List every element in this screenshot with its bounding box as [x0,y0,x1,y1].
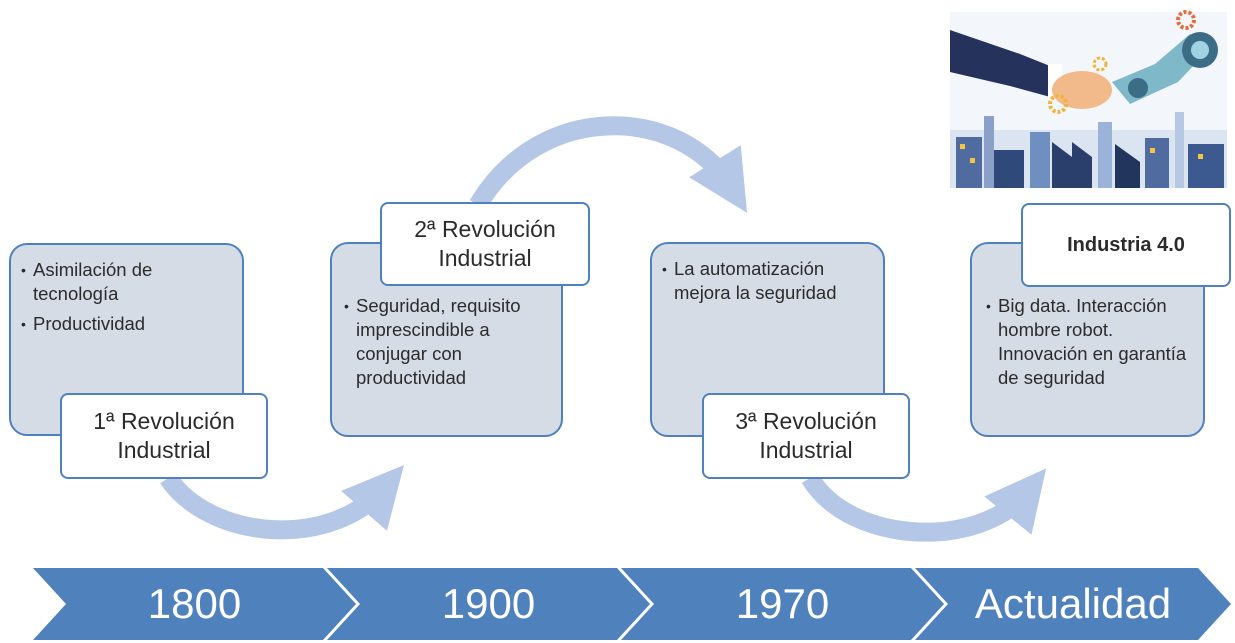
timeline-label-1900: 1900 [441,580,536,627]
stage-3-title: 3ª Revolución Industrial [702,393,910,479]
stage-1-bullets: Asimilación de tecnología Productividad [19,258,232,336]
stage-1-bullet-2: Productividad [19,312,232,336]
timeline-chevron-4 [915,568,1231,640]
arrow-3-to-4 [801,468,1047,542]
stage-2-bullet-1: Seguridad, requisito imprescindible a co… [342,294,549,390]
stage-1-card: Asimilación de tecnología Productividad [9,243,244,436]
stage-1-title: 1ª Revolución Industrial [60,393,268,479]
arrow-1-to-2 [160,465,404,540]
stage-2-title: 2ª Revolución Industrial [380,202,590,286]
timeline-chevron-2 [327,568,650,640]
stage-4-bullets: Big data. Interacción hombre robot. Inno… [984,294,1193,390]
stage-3-bullets: La automatización mejora la seguridad [660,257,873,305]
stage-4-title: Industria 4.0 [1021,203,1231,287]
stage-3-bullet-1: La automatización mejora la seguridad [660,257,873,305]
stage-1-bullet-1: Asimilación de tecnología [19,258,232,306]
stage-2-bullets: Seguridad, requisito imprescindible a co… [342,294,549,390]
timeline-chevron-1 [33,568,356,640]
arrow-2-to-3 [469,116,748,213]
timeline-chevron-3 [621,568,944,640]
timeline-label-1970: 1970 [735,580,830,627]
timeline-label-1800: 1800 [147,580,242,627]
timeline-label-actualidad: Actualidad [974,580,1172,627]
stage-4-bullet-1: Big data. Interacción hombre robot. Inno… [984,294,1193,390]
